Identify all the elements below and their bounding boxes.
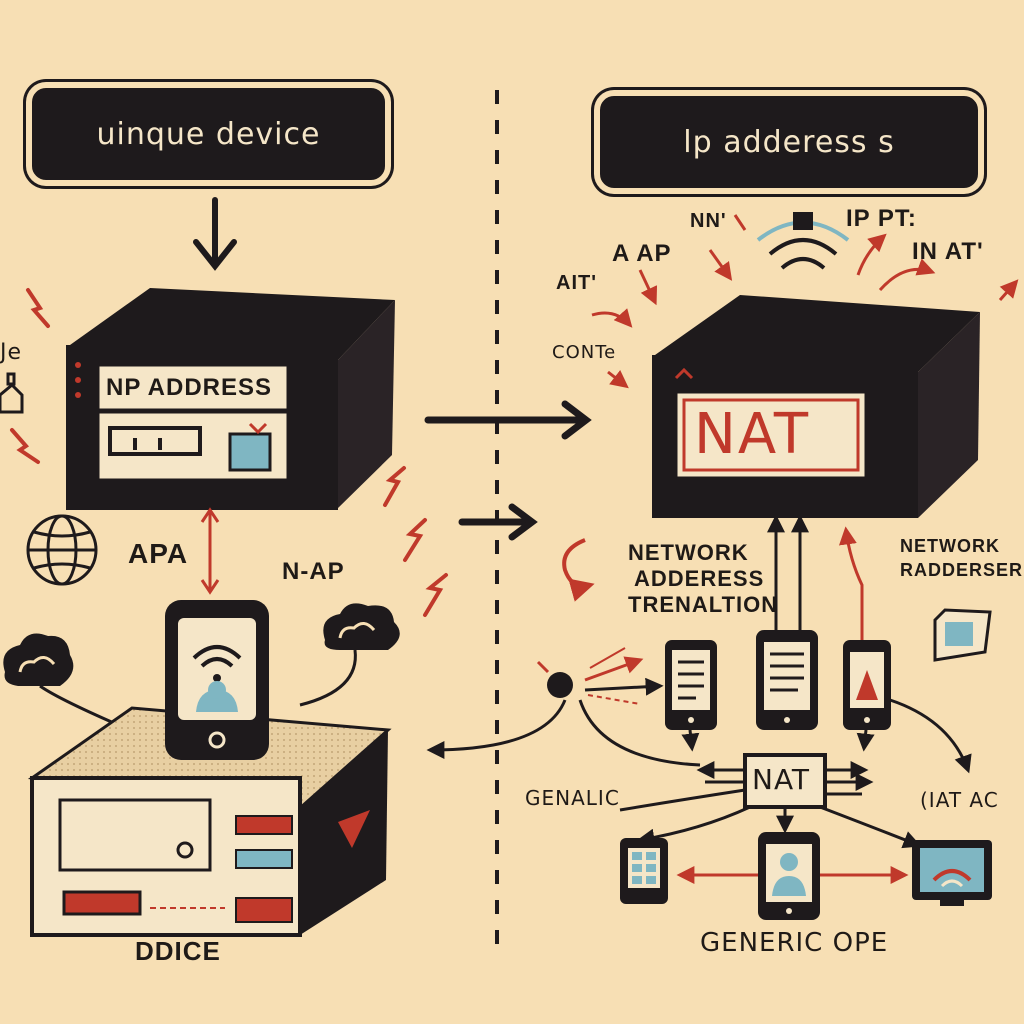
label-conte: CONTe (552, 342, 617, 363)
lightning-marks (10, 288, 448, 617)
label-network-1: NETWORK (628, 540, 749, 565)
source-node (536, 647, 664, 705)
left-title: uinque device (96, 116, 321, 152)
tablet-icon-bottom-left (620, 838, 668, 904)
tablet-icon-2 (756, 630, 818, 730)
label-network-2: NETWORK (900, 536, 1000, 556)
cloud-icon-right (323, 603, 400, 650)
tablet-icon-3 (843, 640, 891, 730)
center-arrow-top (424, 400, 592, 440)
center-arrow-mid (458, 503, 538, 541)
monitor-icon-bottom-right (912, 840, 992, 906)
right-title-pill: lp adderess s (600, 96, 978, 188)
label-trenaltion: TRENALTION (628, 592, 779, 617)
left-title-pill: uinque device (32, 88, 385, 180)
label-adderess: ADDERESS (634, 566, 765, 591)
label-network-raddenser: NETWORK RADDERSER (900, 534, 1023, 582)
return-arrow (426, 699, 567, 759)
house-icon (0, 372, 24, 414)
label-in-at: IN AT' (912, 238, 984, 265)
label-iat-ac: (IAT AC (920, 788, 999, 812)
phone-icon (165, 600, 269, 760)
nat-big-label: NAT (694, 402, 811, 467)
label-ddice: DDICE (135, 936, 221, 966)
label-network-translation: NETWORK ADDERESS TRENALTION (628, 540, 778, 618)
left-router-box (66, 288, 395, 510)
label-nn: NN' (690, 210, 727, 232)
label-ait: AIT' (556, 272, 597, 294)
label-apa: APA (128, 538, 189, 569)
tablet-icon-1 (665, 640, 717, 730)
up-arrows-to-nat (767, 514, 864, 640)
hub-connections (578, 698, 972, 884)
router-address-label: NP ADDRESS (106, 374, 273, 401)
globe-icon (26, 514, 98, 586)
label-ip-pt: IP PT: (846, 205, 917, 232)
nat-hub-label: NAT (752, 763, 811, 796)
nat-router-box (652, 295, 980, 518)
wifi-icon-top (756, 212, 850, 270)
label-generic-ope: GENERIC OPE (700, 928, 889, 958)
label-genalic: GENALIC (525, 786, 620, 810)
cable-right (299, 649, 357, 707)
vertical-double-arrow (200, 507, 220, 595)
cloud-icon-left (3, 633, 74, 686)
tablet-icon-bottom-center (758, 832, 820, 920)
red-arrows-top (591, 214, 1019, 389)
label-n-ap: N-AP (282, 558, 345, 585)
label-a-ap: A AP (612, 240, 672, 267)
monitor-icon-small (933, 608, 992, 662)
curly-arrow (562, 538, 595, 602)
down-arrow (193, 197, 237, 271)
right-title: lp adderess s (683, 124, 895, 160)
label-edge-left: Je (0, 340, 23, 365)
label-raddenser: RADDERSER (900, 560, 1024, 580)
